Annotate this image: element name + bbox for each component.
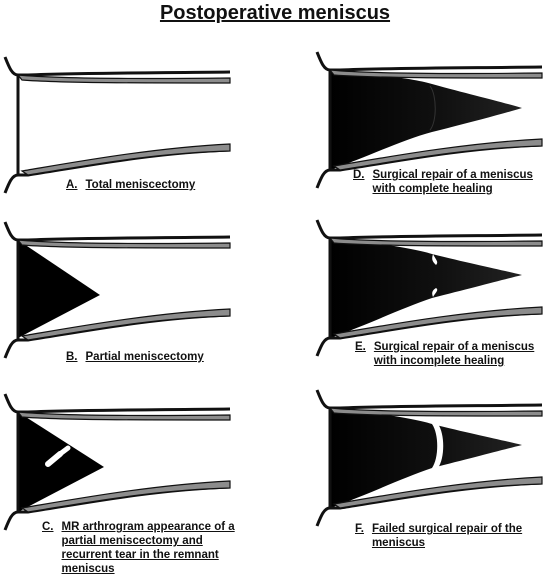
panel-c: [0, 382, 240, 542]
caption-b: B. Partial meniscectomy: [66, 350, 246, 364]
panel-f: [312, 378, 550, 538]
caption-c-letter: C.: [42, 521, 54, 533]
caption-a: A. Total meniscectomy: [66, 178, 246, 192]
caption-c-text: MR arthrogram appearance of a partial me…: [61, 521, 235, 575]
recurrent-tear-diagram: [3, 392, 232, 532]
incomplete-healing-diagram: [315, 218, 544, 358]
caption-e-text: Surgical repair of a meniscus with incom…: [373, 341, 535, 367]
caption-f-text: Failed surgical repair of the meniscus: [371, 523, 523, 549]
panel-b: [0, 210, 240, 370]
caption-c: C. MR arthrogram appearance of a partial…: [42, 520, 252, 576]
page-title: Postoperative meniscus: [159, 2, 391, 24]
complete-healing-diagram: [315, 50, 544, 190]
caption-e: E. Surgical repair of a meniscus with in…: [355, 340, 545, 368]
caption-a-text: Total meniscectomy: [85, 179, 196, 191]
caption-a-letter: A.: [66, 179, 78, 191]
caption-f: F. Failed surgical repair of the meniscu…: [355, 522, 540, 550]
caption-d-letter: D.: [353, 169, 365, 181]
caption-b-text: Partial meniscectomy: [85, 351, 204, 363]
caption-f-letter: F.: [355, 523, 364, 535]
panel-e: [312, 208, 550, 368]
panel-d: [312, 40, 550, 200]
failed-repair-diagram: [315, 388, 544, 528]
caption-d-text: Surgical repair of a meniscus with compl…: [372, 169, 533, 195]
caption-b-letter: B.: [66, 351, 78, 363]
caption-e-letter: E.: [355, 341, 366, 353]
caption-d: D. Surgical repair of a meniscus with co…: [353, 168, 543, 196]
partial-meniscectomy-diagram: [3, 220, 232, 360]
